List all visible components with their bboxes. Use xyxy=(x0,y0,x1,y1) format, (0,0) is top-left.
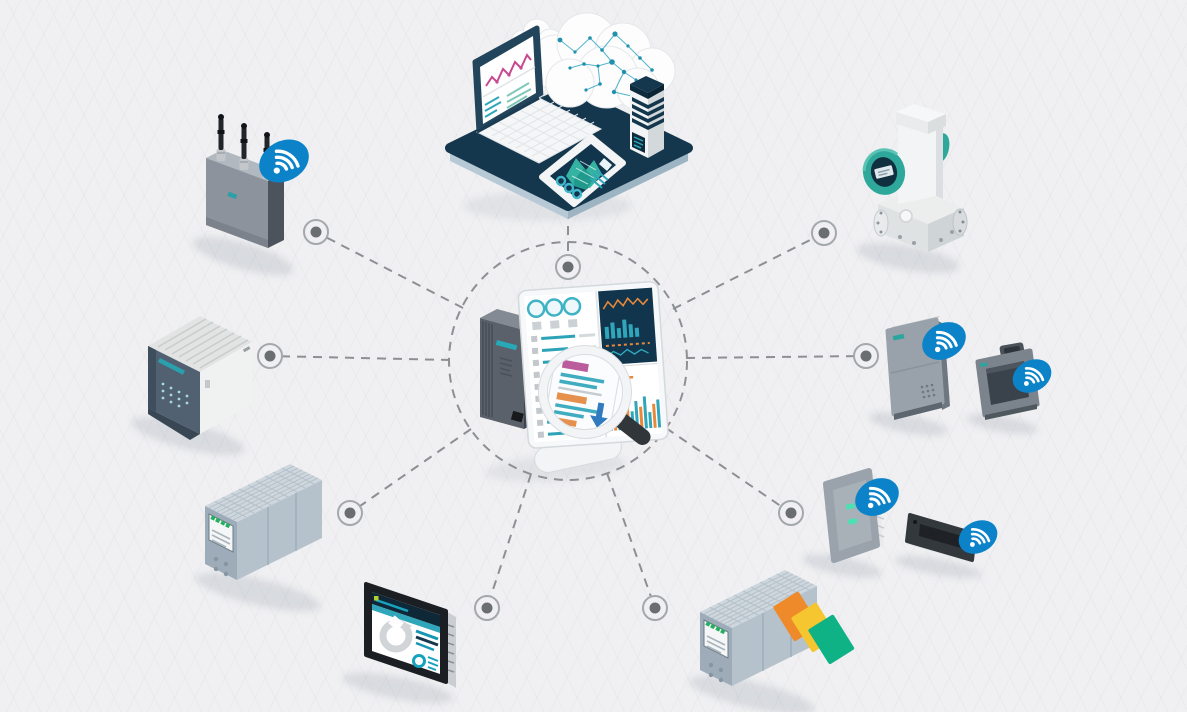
connection-node-icon xyxy=(303,219,329,245)
monitor-chart-panel xyxy=(598,287,658,366)
connection-node-icon xyxy=(778,500,804,526)
connection-node-icon xyxy=(474,595,500,621)
magnifier-analysis xyxy=(538,345,651,445)
rfid-tag xyxy=(905,513,977,564)
hmi-touch-panel xyxy=(364,582,456,688)
device-connection-line xyxy=(685,355,867,359)
device-connection-line xyxy=(665,427,792,514)
tablet-dashboard xyxy=(539,134,626,207)
central-monitoring-station xyxy=(480,281,669,473)
connection-node-icon xyxy=(555,254,581,280)
magnified-document xyxy=(543,347,623,437)
transmitter-display xyxy=(862,148,906,195)
connection-node-icon xyxy=(337,500,363,526)
laptop-dashboard xyxy=(472,25,603,164)
process-transmitter xyxy=(862,104,968,252)
device-connection-line xyxy=(672,232,825,310)
connection-node-icon xyxy=(642,595,668,621)
device-connection-line xyxy=(606,472,656,609)
device-connection-line xyxy=(269,355,451,361)
device-connection-line xyxy=(349,428,472,514)
connection-node-icon xyxy=(811,220,837,246)
plc-rack-data-cards xyxy=(700,570,855,686)
gauge xyxy=(379,615,413,653)
server-tower xyxy=(630,76,664,158)
device-connection-line xyxy=(315,231,464,309)
connection-node-icon xyxy=(853,343,879,369)
power-supply xyxy=(148,316,252,440)
plc-rack xyxy=(205,464,322,580)
connection-node-icon xyxy=(257,343,283,369)
cloud-analytics-platform xyxy=(445,12,693,219)
device-connection-line xyxy=(486,473,532,609)
network-layer xyxy=(257,210,879,621)
data-cards xyxy=(773,591,855,665)
